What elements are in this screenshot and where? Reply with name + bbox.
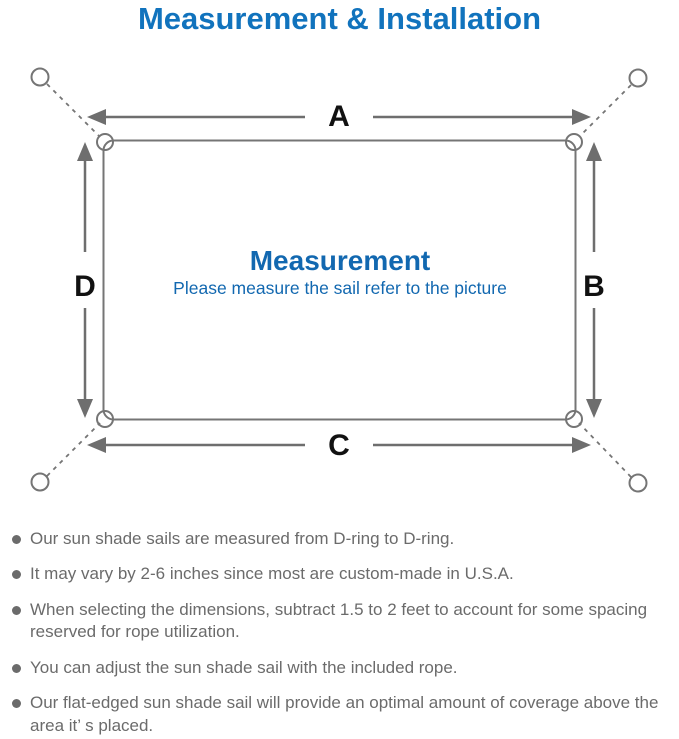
- sail-body: [102, 139, 577, 421]
- page-title: Measurement & Installation: [137, 1, 542, 36]
- arrowhead-a-left-icon: [87, 109, 106, 125]
- rope-dashed-bottom-left: [46, 422, 101, 477]
- bullet-icon: [12, 605, 21, 615]
- label-side-d: D: [74, 270, 96, 303]
- bullet-icon: [12, 570, 21, 580]
- bullet-icon: [12, 535, 21, 544]
- arrowhead-c-left-icon: [87, 437, 106, 453]
- arrowhead-b-up-icon: [586, 142, 602, 161]
- arrowhead-d-down-icon: [77, 399, 93, 418]
- sail-measurement-diagram: A C D B Measurement Please measure the s…: [30, 67, 648, 493]
- anchor-ring-bottom-right-icon: [628, 473, 648, 493]
- list-item: Our flat-edged sun shade sail will provi…: [10, 692, 670, 737]
- note-text: Our sun shade sails are measured from D-…: [30, 529, 455, 548]
- rope-dashed-top-right: [578, 84, 632, 138]
- bullet-icon: [12, 699, 21, 709]
- arrowhead-c-right-icon: [572, 437, 591, 453]
- anchor-ring-bottom-left-icon: [30, 472, 50, 492]
- note-text: Our flat-edged sun shade sail will provi…: [30, 693, 659, 735]
- notes-list: Our sun shade sails are measured from D-…: [10, 528, 670, 739]
- arrowhead-d-up-icon: [77, 142, 93, 161]
- list-item: When selecting the dimensions, subtract …: [10, 599, 670, 644]
- rope-dashed-bottom-right: [578, 422, 632, 478]
- note-text: You can adjust the sun shade sail with t…: [30, 657, 458, 677]
- bullet-icon: [12, 663, 21, 673]
- note-text: It may vary by 2-6 inches since most are…: [30, 564, 514, 584]
- arrowhead-b-down-icon: [586, 399, 602, 418]
- anchor-ring-top-right-icon: [628, 68, 648, 88]
- diagram-center-title: Measurement: [250, 245, 431, 276]
- note-text: When selecting the dimensions, subtract …: [30, 599, 648, 642]
- arrowhead-a-right-icon: [572, 109, 591, 125]
- label-side-c: C: [328, 429, 350, 462]
- d-ring-top-left-icon: [96, 133, 114, 151]
- anchor-ring-top-left-icon: [30, 67, 50, 87]
- list-item: Our sun shade sails are measured from D-…: [10, 528, 670, 550]
- label-side-b: B: [583, 270, 605, 303]
- list-item: It may vary by 2-6 inches since most are…: [10, 563, 670, 585]
- list-item: You can adjust the sun shade sail with t…: [10, 657, 670, 679]
- d-ring-top-right-icon: [565, 133, 583, 151]
- diagram-center-subtitle: Please measure the sail refer to the pic…: [173, 278, 507, 298]
- label-side-a: A: [328, 100, 350, 133]
- rope-dashed-top-left: [46, 83, 101, 138]
